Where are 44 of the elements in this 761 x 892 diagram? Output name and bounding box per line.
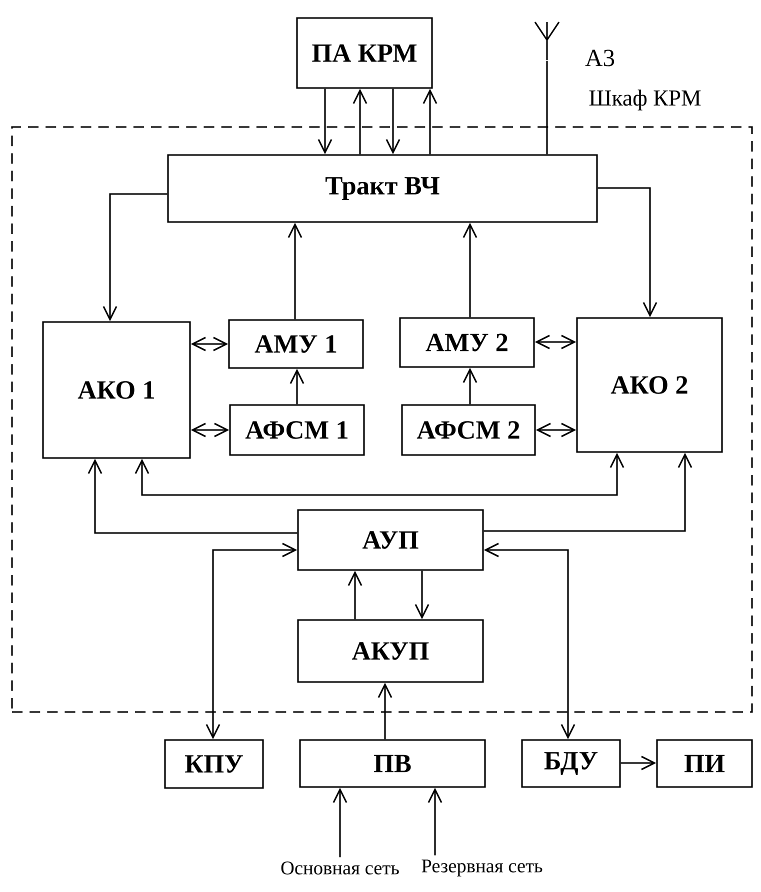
arrow [102, 193, 168, 322]
block-box: АУП [297, 509, 484, 571]
block-box: Тракт ВЧ [167, 154, 598, 223]
block-box: КПУ [164, 739, 264, 789]
arrow [190, 422, 230, 438]
arrow [134, 452, 624, 496]
arrow [620, 756, 656, 770]
block-box: БДУ [521, 739, 621, 788]
arrow [352, 88, 368, 154]
block-box: АКУП [297, 619, 484, 683]
arrow [462, 222, 478, 318]
block-box: АМУ 1 [228, 319, 364, 369]
arrow [318, 88, 332, 154]
block-box: АМУ 2 [399, 317, 535, 368]
network-label: Резервная сеть [422, 860, 542, 876]
block-box: АФСМ 1 [229, 404, 365, 456]
arrow [288, 222, 302, 320]
arrow [414, 570, 430, 620]
arrow [484, 452, 692, 532]
arrow [348, 570, 362, 620]
block-box: ПА КРМ [296, 17, 433, 89]
arrow [484, 542, 576, 740]
antenna-symbol [534, 21, 560, 61]
arrow [598, 187, 658, 318]
arrow [206, 542, 298, 740]
arrow [462, 368, 478, 404]
block-box: АКО 1 [42, 321, 191, 459]
arrow [190, 336, 228, 352]
arrow [386, 88, 400, 154]
arrow [428, 788, 442, 856]
block-box: ПВ [299, 739, 486, 788]
antenna-label: А3 [585, 50, 614, 66]
arrow [422, 88, 438, 154]
network-label: Основная сеть [281, 862, 399, 874]
arrow [536, 422, 576, 438]
block-box: ПИ [656, 739, 753, 788]
block-box: АКО 2 [576, 317, 723, 453]
arrow [88, 458, 298, 534]
arrow [332, 788, 348, 858]
arrow [378, 682, 392, 740]
frame-heading: Шкаф КРМ [589, 90, 701, 110]
block-box: АФСМ 2 [401, 404, 536, 456]
arrow [290, 368, 304, 404]
arrow [534, 334, 576, 350]
